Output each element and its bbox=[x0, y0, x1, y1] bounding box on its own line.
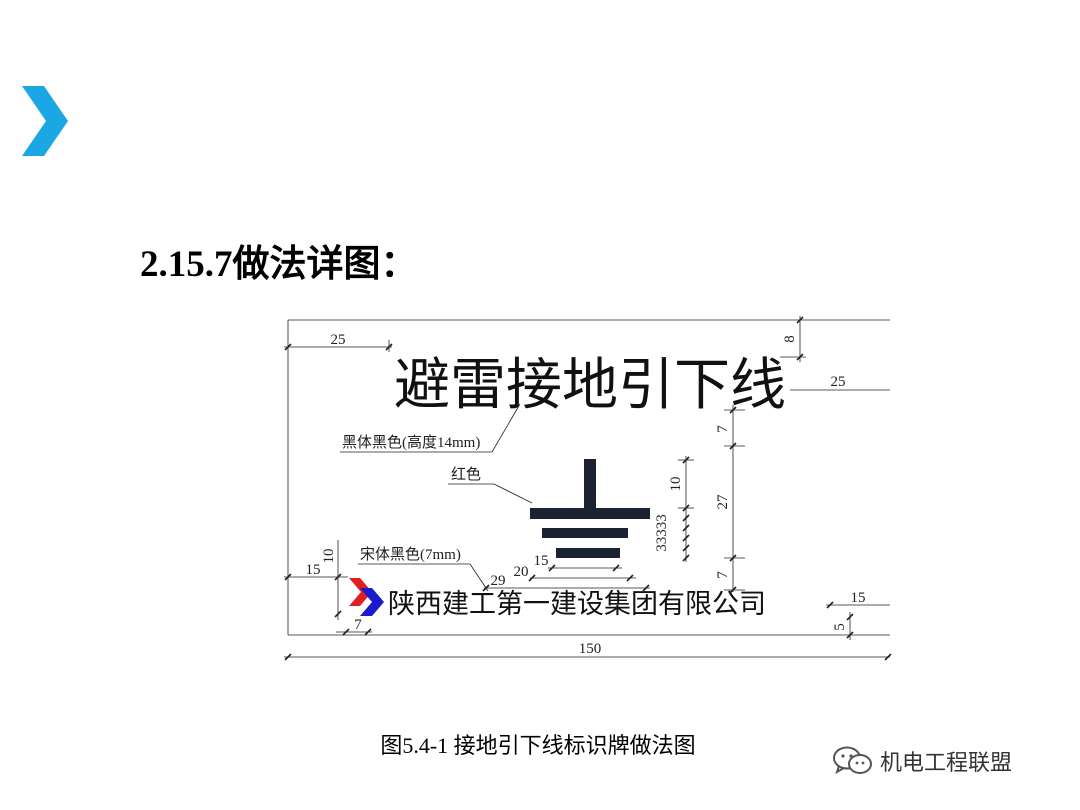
svg-text:5: 5 bbox=[832, 623, 848, 631]
svg-text:黑体黑色(高度14mm): 黑体黑色(高度14mm) bbox=[342, 434, 480, 451]
svg-text:7: 7 bbox=[715, 571, 731, 579]
dim-right-bottom: 15 5 bbox=[826, 590, 890, 640]
annotation-heiti: 黑体黑色(高度14mm) bbox=[340, 403, 521, 453]
ground-symbol bbox=[530, 459, 650, 558]
sign-main-text: 避雷接地引下线 bbox=[394, 353, 786, 418]
svg-text:150: 150 bbox=[579, 641, 602, 657]
svg-text:29: 29 bbox=[491, 573, 506, 589]
watermark: 机电工程联盟 bbox=[832, 745, 1012, 777]
svg-text:27: 27 bbox=[715, 494, 731, 510]
svg-text:15: 15 bbox=[851, 590, 866, 606]
company-text: 陕西建工第一建设集团有限公司 bbox=[388, 589, 766, 620]
svg-text:15: 15 bbox=[534, 553, 549, 569]
svg-text:宋体黑色(7mm): 宋体黑色(7mm) bbox=[360, 546, 461, 563]
dim-total: 150 bbox=[284, 641, 892, 661]
annotation-songti: 宋体黑色(7mm) bbox=[358, 546, 489, 592]
svg-text:25: 25 bbox=[831, 374, 846, 390]
svg-text:8: 8 bbox=[782, 335, 798, 343]
svg-text:25: 25 bbox=[331, 332, 346, 348]
company-logo bbox=[349, 578, 384, 616]
annotation-red: 红色 bbox=[448, 466, 533, 504]
dim-top-left: 25 bbox=[284, 332, 393, 352]
slide-title: 2.15.7做法详图： bbox=[140, 244, 418, 285]
dim-right-top: 25 bbox=[790, 374, 890, 391]
figure-caption: 图5.4-1 接地引下线标识牌做法图 bbox=[380, 733, 696, 758]
svg-text:7: 7 bbox=[715, 425, 731, 433]
svg-text:10: 10 bbox=[668, 477, 684, 492]
svg-text:10: 10 bbox=[321, 549, 337, 564]
dim-left: 15 10 bbox=[284, 540, 348, 620]
watermark-text: 机电工程联盟 bbox=[880, 751, 1013, 776]
dim-symbol-bottom: 29 20 15 bbox=[482, 553, 650, 592]
svg-text:15: 15 bbox=[306, 562, 321, 578]
svg-text:20: 20 bbox=[514, 564, 529, 580]
dim-top-right: 8 bbox=[780, 316, 806, 362]
wechat-icon bbox=[833, 746, 872, 775]
dim-right-chain: 7 27 7 bbox=[715, 405, 745, 594]
svg-text:33333: 33333 bbox=[654, 514, 670, 552]
dim-symbol: 10 33333 bbox=[654, 456, 694, 562]
sign-frame bbox=[287, 319, 890, 636]
svg-text:7: 7 bbox=[354, 617, 362, 633]
svg-text:红色: 红色 bbox=[451, 466, 481, 483]
chevron-icon bbox=[22, 86, 68, 156]
dim-logo: 7 bbox=[336, 617, 372, 636]
